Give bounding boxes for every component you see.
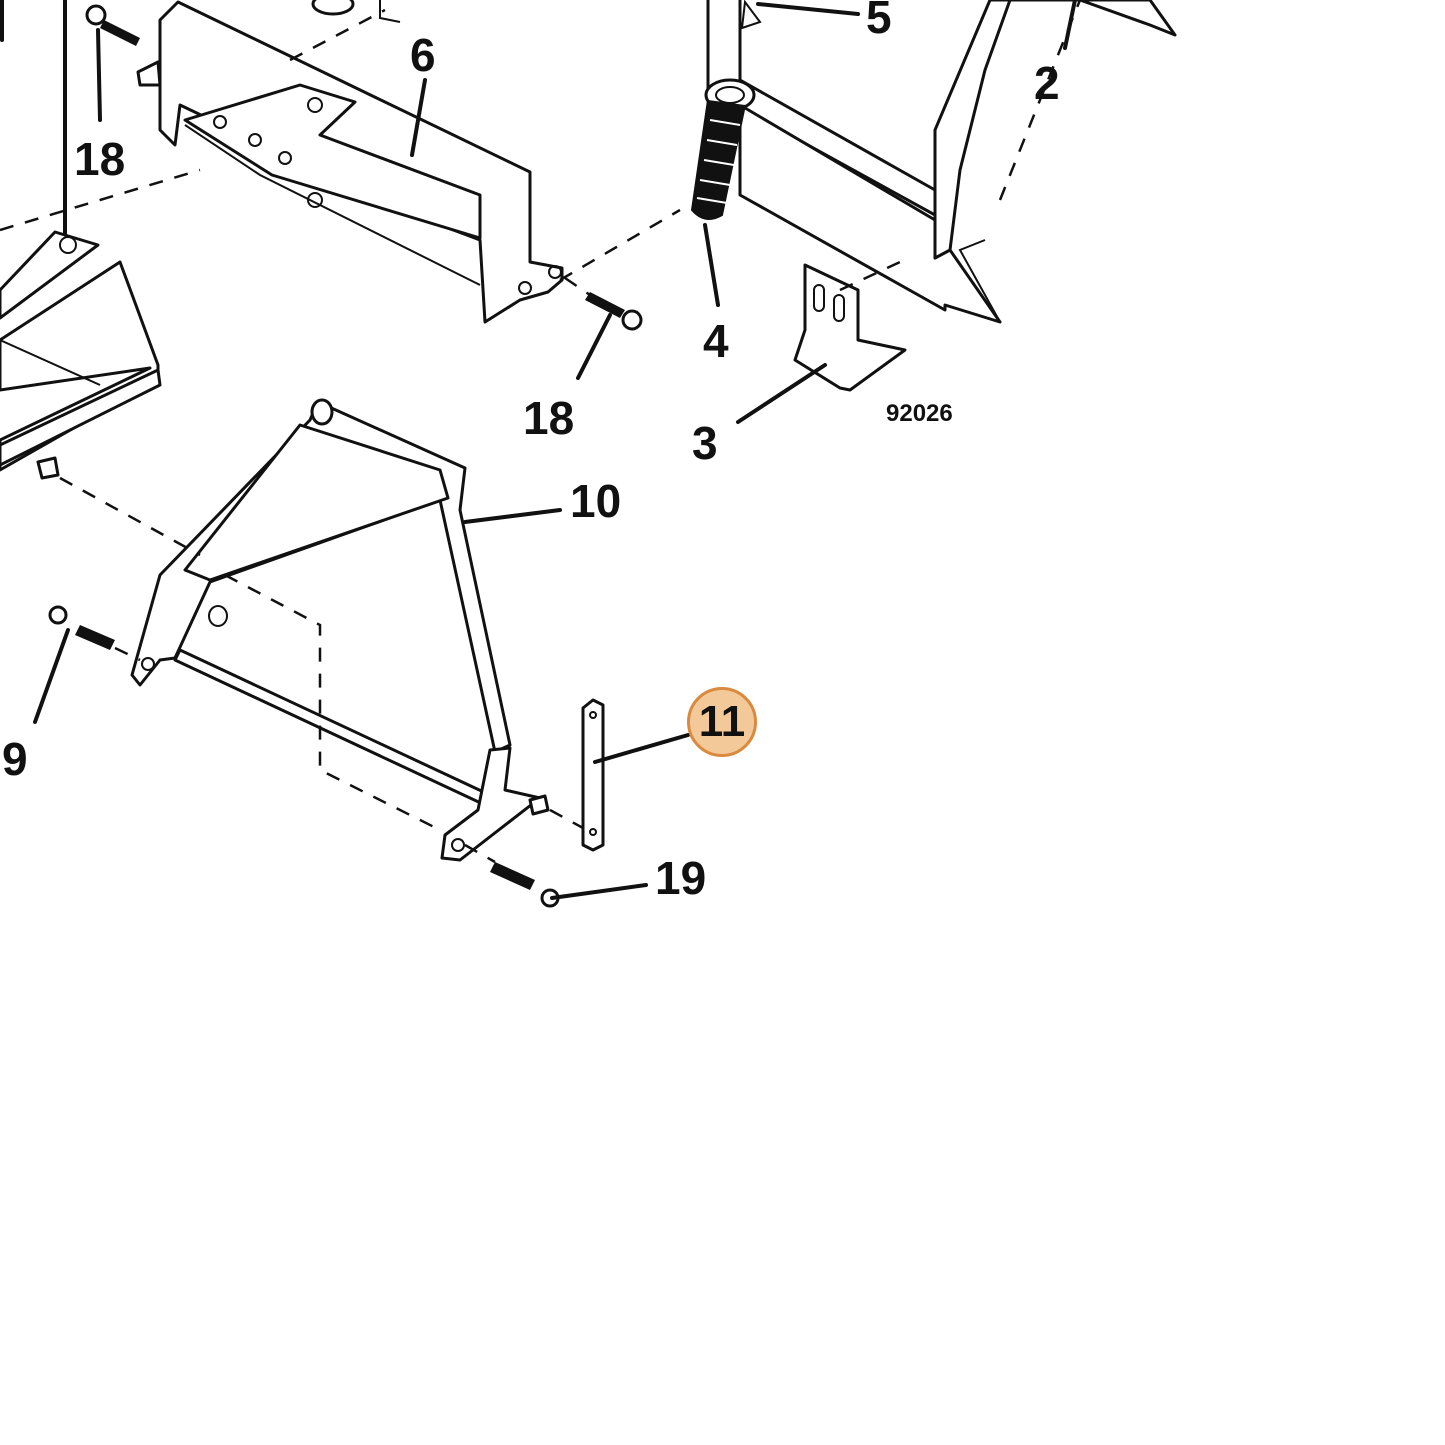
callout-11-label: 11	[698, 697, 746, 746]
tube-end	[310, 398, 334, 426]
assembly-line	[224, 573, 441, 832]
part-10-foot	[440, 746, 542, 862]
part-11-strap	[581, 698, 605, 852]
leader-line-19	[550, 883, 648, 900]
bracket-hole	[518, 281, 532, 295]
leader-line-9	[33, 628, 70, 724]
assembly-line	[0, 168, 201, 232]
assembly-line	[839, 260, 901, 292]
leader-line-18-top	[96, 28, 102, 122]
callout-9: 9	[2, 733, 28, 785]
frame-hole	[59, 236, 77, 254]
strap-hole	[589, 828, 597, 836]
callout-18-lower: 18	[523, 392, 575, 444]
bracket-hole	[213, 115, 227, 129]
assembly-line	[549, 808, 584, 830]
callout-3: 3	[692, 417, 718, 469]
part-6-inner-plate	[183, 83, 482, 240]
assembly-line	[564, 276, 591, 297]
callout-4: 4	[703, 315, 729, 367]
part-3-skid-bracket	[793, 263, 907, 392]
leader-line-10	[463, 508, 562, 524]
blade-face	[933, 0, 1177, 260]
pin	[36, 456, 60, 480]
callout-5: 5	[866, 0, 892, 43]
callout-18-top: 18	[74, 133, 126, 185]
bolt-19	[490, 862, 560, 908]
leader-line-11	[593, 733, 690, 764]
leader-line-4	[703, 223, 720, 307]
callout-6: 6	[410, 29, 436, 81]
part-10-lower-bar	[173, 648, 492, 807]
slot	[813, 284, 825, 312]
bracket-hole	[548, 265, 562, 279]
slot	[833, 294, 845, 322]
part-6-lower-edge	[184, 124, 481, 286]
frame-hole	[451, 838, 465, 852]
strap-hole	[589, 711, 597, 719]
bracket-hole	[307, 97, 323, 113]
top-pivot	[311, 0, 355, 16]
blade-edge	[958, 239, 1001, 323]
bracket-tab	[136, 60, 162, 87]
assembly-line	[559, 208, 681, 282]
part-10-arm	[183, 423, 450, 582]
left-frame-body	[0, 260, 160, 472]
assembly-line	[464, 843, 496, 864]
bolt-18-lower	[585, 292, 643, 331]
leader-line-5	[756, 2, 860, 16]
left-frame-rail	[0, 368, 162, 467]
frame-hole	[208, 605, 228, 627]
part-4-spring	[690, 78, 756, 220]
callout-2: 2	[1034, 57, 1060, 109]
leader-line-6	[410, 78, 427, 157]
bolt-9	[48, 605, 115, 650]
leader-line-18-lower	[576, 313, 612, 380]
top-bracket-edge	[379, 0, 401, 23]
leader-line-2	[1063, 0, 1077, 50]
callout-10: 10	[570, 475, 622, 527]
frame-edge	[0, 339, 101, 386]
pin	[528, 794, 550, 816]
figure-code: 92026	[886, 400, 953, 427]
assembly-line	[289, 8, 386, 62]
bolt-18-top	[85, 4, 140, 46]
assembly-line	[998, 0, 1082, 201]
frame-hole	[141, 657, 155, 671]
left-frame-plate	[0, 230, 100, 320]
bracket-hole	[248, 133, 262, 147]
callout-19: 19	[655, 852, 707, 904]
spring-hook	[740, 0, 762, 30]
bracket-hole	[307, 192, 323, 208]
bracket-hole	[278, 151, 292, 165]
leader-line-3	[736, 363, 827, 424]
assembly-line	[59, 476, 201, 557]
callout-11-highlighted[interactable]: 11	[687, 687, 757, 757]
assembly-line	[114, 646, 141, 662]
